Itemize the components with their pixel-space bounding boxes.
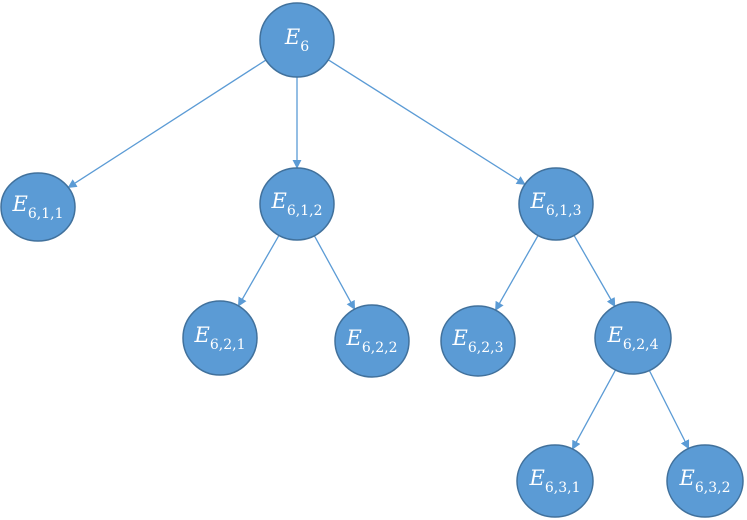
node-label-subscript: 6,2,3 (468, 340, 504, 356)
node-label-base: E (530, 189, 546, 213)
node-label: E6,1,3 (530, 189, 582, 219)
node-label-subscript: 6 (300, 39, 309, 55)
node-label-subscript: 6,1,3 (546, 203, 582, 219)
node-n6: E6,2,3 (440, 305, 516, 377)
edge-n3-n6 (494, 235, 539, 311)
node-label-subscript: 6,3,2 (695, 480, 731, 496)
edges (67, 59, 690, 450)
node-label-subscript: 6,2,2 (362, 340, 398, 356)
node-label-base: E (529, 466, 545, 490)
node-n8: E6,3,1 (516, 444, 594, 518)
edge-n2-n5 (313, 235, 356, 311)
edge-n3-n7 (573, 235, 616, 308)
node-label-base: E (679, 466, 695, 490)
node-label-base: E (12, 192, 28, 216)
node-circle (259, 167, 335, 241)
node-circle (594, 301, 672, 375)
node-label: E6,2,1 (194, 323, 246, 353)
edge-n0-n1 (67, 59, 267, 189)
edge-n0-n3 (327, 59, 526, 185)
node-label: E6,1,2 (271, 189, 323, 219)
node-circle (0, 172, 76, 242)
node-n2: E6,1,2 (259, 167, 335, 241)
node-n3: E6,1,3 (518, 167, 594, 241)
node-n5: E6,2,2 (334, 304, 410, 378)
node-label: E6 (284, 25, 309, 55)
node-label-subscript: 6,1,1 (28, 206, 64, 222)
node-label: E6,3,2 (679, 466, 731, 496)
node-circle (334, 304, 410, 378)
edge-n2-n4 (237, 235, 280, 307)
node-circle (259, 2, 335, 78)
node-circle (182, 300, 258, 376)
node-n4: E6,2,1 (182, 300, 258, 376)
node-label: E6,2,2 (346, 326, 398, 356)
node-label-subscript: 6,2,4 (623, 337, 659, 353)
node-circle (666, 444, 744, 518)
node-label-subscript: 6,3,1 (545, 480, 581, 496)
node-n1: E6,1,1 (0, 172, 76, 242)
edge-n7-n8 (571, 369, 617, 450)
node-n0: E6 (259, 2, 335, 78)
node-label-base: E (271, 189, 287, 213)
node-label-base: E (607, 323, 623, 347)
node-label-base: E (346, 326, 362, 350)
node-label-base: E (194, 323, 210, 347)
node-n9: E6,3,2 (666, 444, 744, 518)
edge-n7-n9 (648, 370, 690, 450)
node-label: E6,1,1 (12, 192, 64, 222)
node-label-base: E (284, 25, 300, 49)
node-n7: E6,2,4 (594, 301, 672, 375)
node-label: E6,2,4 (607, 323, 659, 353)
node-circle (440, 305, 516, 377)
node-label-subscript: 6,2,1 (210, 337, 246, 353)
node-label-subscript: 6,1,2 (287, 203, 323, 219)
node-label: E6,2,3 (452, 326, 504, 356)
node-label-base: E (452, 326, 468, 350)
node-circle (516, 444, 594, 518)
node-label: E6,3,1 (529, 466, 581, 496)
node-circle (518, 167, 594, 241)
